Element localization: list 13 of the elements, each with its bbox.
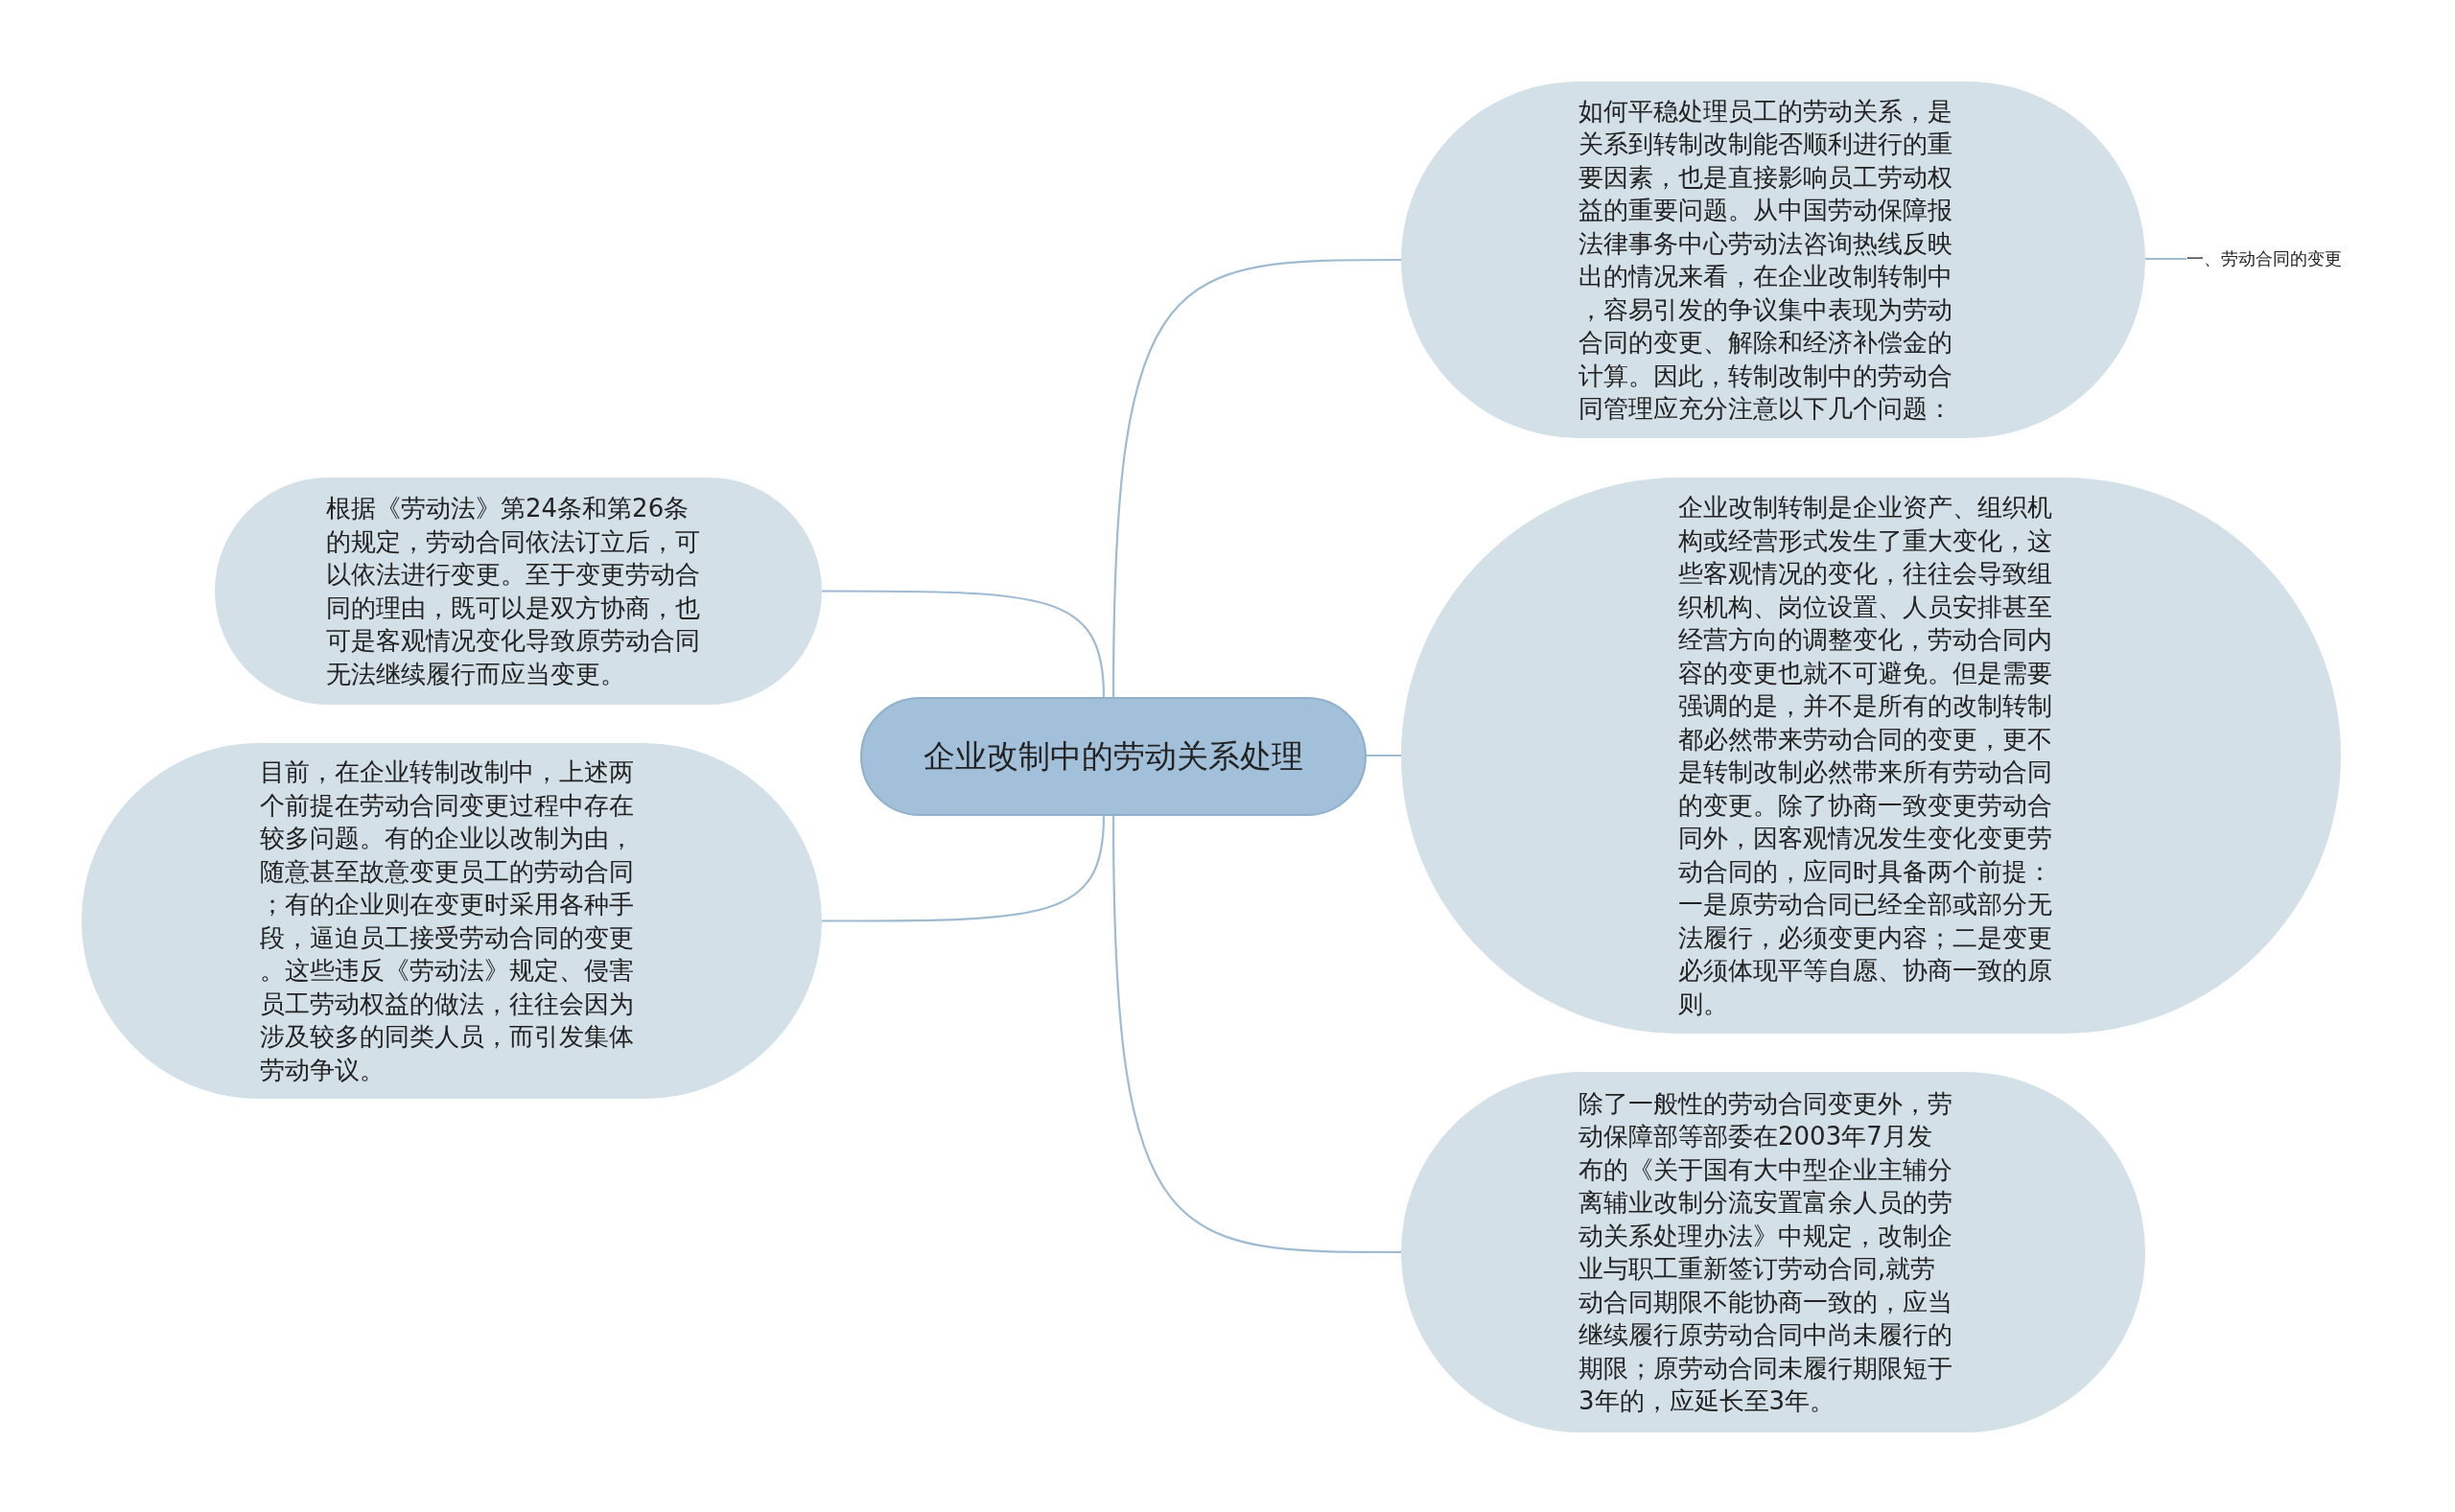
connector-line (2145, 257, 2186, 261)
topic-text: 企业改制中的劳动关系处理 (923, 736, 1304, 777)
paragraph: 如何平稳处理员工的劳动关系，是关系到转制改制能否顺利进行的重要因素，也是直接影响员工劳动权益的重要问题。从中国劳动保障报法律事务中心劳动法咨询热线反映出的情况来看，在企业改制转制中，容易引发的争议集中表现为劳动合同的变更、解除和经济补偿金的计算。因此，转制改制中的劳动合同管理应充分注意以下几个问题： (1578, 95, 1953, 425)
connector-line (822, 590, 1106, 698)
branch-label: 一、劳动合同的变更 (2186, 247, 2342, 270)
paragraph: 除了一般性的劳动合同变更外，劳动保障部等部委在2003年7月发布的《关于国有大中型企业主辅分离辅业改制分流安置富余人员的劳动关系处理办法》中规定，改制企业与职工重新签订劳动合同,就劳动合同期限不能协商一致的，应当继续履行原劳动合同中尚未履行的期限；原劳动合同未履行期限短于3年的，应延长至3年。 (1578, 1087, 1953, 1417)
paragraph: 企业改制转制是企业资产、组织机构或经营形式发生了重大变化，这些客观情况的变化，往往会导致组织机构、岗位设置、人员安排甚至经营方向的调整变化，劳动合同内容的变更也就不可避免。但是需要强调的是，并不是所有的改制转制都必然带来劳动合同的变更，更不是转制改制必然带来所有劳动合同的变更。除了协商一致变更劳动合同外，因客观情况发生变化变更劳动合同的，应同时具备两个前提：一是原劳动合同已经全部或部分无法履行，必须变更内容；二是变更必须体现平等自愿、协商一致的原则。 (1678, 492, 2053, 1020)
connector-line (1367, 754, 1401, 757)
paragraph: 目前，在企业转制改制中，上述两个前提在劳动合同变更过程中存在较多问题。有的企业以改制为由，随意甚至故意变更员工的劳动合同；有的企业则在变更时采用各种手段，逼迫员工接受劳动合同的变更。这些违反《劳动法》规定、侵害员工劳动权益的做法，往往会因为涉及较多的同类人员，而引发集体劳动争议。 (260, 756, 635, 1086)
paragraph: 根据《劳动法》第24条和第26条的规定，劳动合同依法订立后，可以依法进行变更。至于变更劳动合同的理由，既可以是双方协商，也可是客观情况变化导致原劳动合同无法继续履行而应当变更。 (326, 493, 701, 690)
connector-line (822, 815, 1106, 922)
connector-line (1111, 258, 1401, 697)
connector-line (1111, 816, 1401, 1254)
